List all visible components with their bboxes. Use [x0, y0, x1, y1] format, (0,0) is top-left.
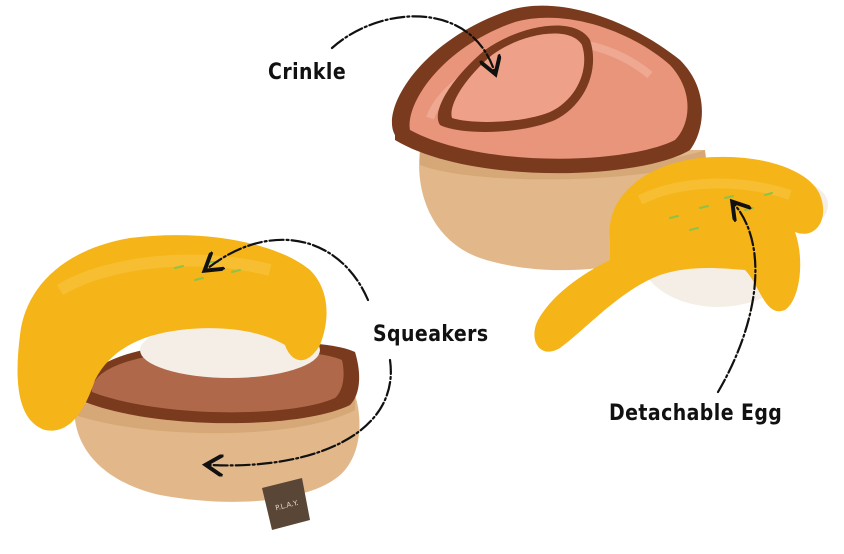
arrow-crinkle — [330, 15, 494, 70]
arrow-detachable-egg — [716, 205, 757, 394]
brand-tag: P.L.A.Y. — [262, 478, 310, 530]
arrow-squeaker-bottom — [210, 358, 392, 465]
egg-muffin-toy: P.L.A.Y. — [17, 235, 360, 530]
egg-yolk-left — [17, 235, 327, 431]
label-crinkle: Crinkle — [268, 60, 347, 85]
label-detachable-egg: Detachable Egg — [609, 401, 783, 426]
arrow-squeaker-top — [208, 238, 370, 302]
label-squeakers: Squeakers — [373, 322, 489, 347]
ham-muffin-toy — [391, 5, 708, 271]
